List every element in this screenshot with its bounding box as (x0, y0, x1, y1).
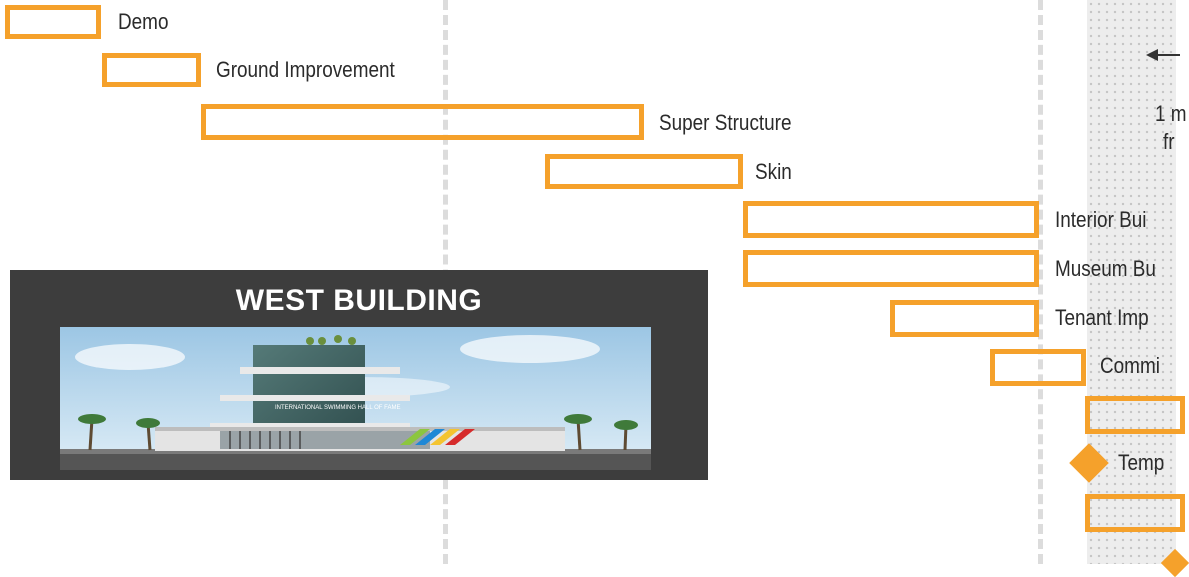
arrow-left-icon (1146, 49, 1158, 61)
duration-note-line1: 1 m (1155, 101, 1187, 126)
interior-building-label: Interior Bui (1055, 207, 1147, 232)
temp-milestone-label: Temp (1118, 450, 1165, 475)
museum-building-label: Museum Bu (1055, 256, 1156, 281)
unlabeled-bar-a (1085, 396, 1185, 434)
timeline-gridline (1038, 0, 1043, 564)
demo-bar (5, 5, 101, 39)
unlabeled-bar-b (1085, 494, 1185, 532)
super-structure-label: Super Structure (659, 110, 792, 135)
ground-improvement-label: Ground Improvement (216, 57, 395, 82)
super-structure-bar (201, 104, 644, 140)
skin-label: Skin (755, 159, 792, 184)
west-building-title: WEST BUILDING (235, 284, 483, 317)
west-building-panel: WEST BUILDING (10, 270, 708, 480)
arrow-line (1156, 54, 1180, 56)
ground-improvement-bar (102, 53, 201, 87)
interior-building-bar (743, 201, 1039, 238)
museum-building-bar (743, 250, 1039, 287)
building-sign-text: INTERNATIONAL SWIMMING HALL OF FAME (275, 405, 400, 411)
skin-bar (545, 154, 743, 189)
west-building-rendering: INTERNATIONAL SWIMMING HALL OF FAME (60, 327, 651, 470)
commissioning-label: Commi (1100, 353, 1160, 378)
highlight-band (1087, 0, 1176, 564)
commissioning-bar (990, 349, 1086, 386)
duration-note-line2: fr (1163, 129, 1175, 154)
demo-label: Demo (118, 9, 169, 34)
tenant-improvement-label: Tenant Imp (1055, 305, 1149, 330)
tenant-improvement-bar (890, 300, 1039, 337)
